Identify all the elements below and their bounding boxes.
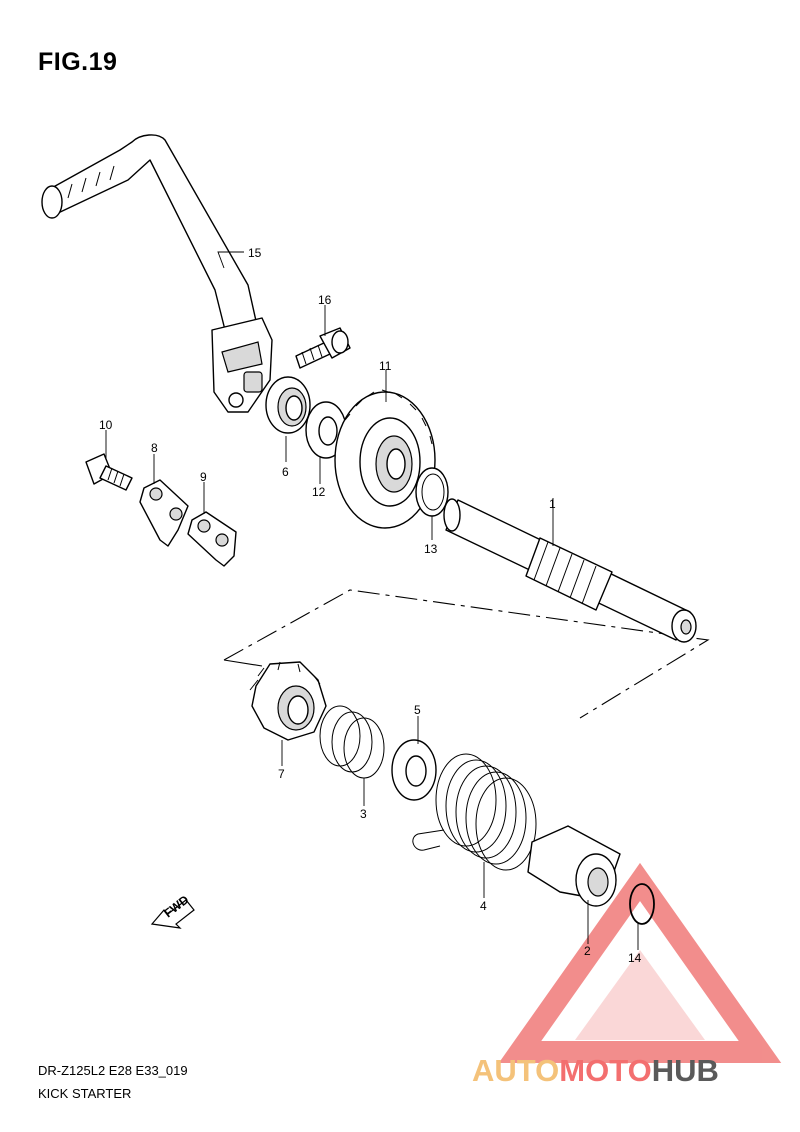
- callout-9: 9: [200, 470, 207, 484]
- callout-11: 11: [379, 359, 392, 373]
- callout-1: 1: [549, 497, 556, 511]
- watermark-part3: HUB: [652, 1053, 719, 1088]
- callout-5: 5: [414, 703, 421, 717]
- callout-8: 8: [151, 441, 158, 455]
- part-shaft-1: [443, 498, 697, 643]
- part-spring-3: [319, 705, 385, 779]
- watermark-part1: AUTO: [472, 1053, 559, 1088]
- callout-14: 14: [628, 951, 642, 965]
- part-plate-8: [139, 479, 189, 547]
- callout-12: 12: [312, 485, 326, 499]
- part-washer-5: [391, 739, 437, 801]
- part-circlip-14: [629, 883, 655, 925]
- section-name: KICK STARTER: [38, 1086, 132, 1101]
- callout-7: 7: [278, 767, 285, 781]
- part-plate-9: [187, 511, 237, 567]
- callout-2: 2: [584, 944, 591, 958]
- callout-3: 3: [360, 807, 367, 821]
- callout-10: 10: [99, 418, 113, 432]
- watermark-logo: AUTOMOTOHUB: [472, 1053, 719, 1088]
- part-gear-11: [334, 389, 436, 529]
- model-code: DR-Z125L2 E28 E33_019: [38, 1063, 188, 1078]
- figure-title: FIG.19: [38, 48, 118, 76]
- part-bolt-16: [295, 327, 351, 369]
- part-bolt-10: [85, 453, 133, 491]
- part-kick-lever: [41, 134, 273, 413]
- part-seal-6: [265, 376, 311, 434]
- callout-4: 4: [480, 899, 487, 913]
- watermark-part2: MOTO: [559, 1053, 651, 1088]
- svg-text:AUTOMOTOHUB: AUTOMOTOHUB: [472, 1053, 719, 1088]
- fwd-arrow-icon: FWD: [150, 892, 195, 929]
- callout-15: 15: [248, 246, 262, 260]
- leader-lines: [105, 251, 639, 950]
- assembly-outline: [223, 589, 710, 719]
- part-ring-13: [415, 467, 449, 517]
- part-spring-4: [412, 753, 537, 871]
- callout-13: 13: [424, 542, 438, 556]
- part-guide-2: [527, 825, 621, 907]
- watermark-triangle-icon: [498, 862, 782, 1063]
- callout-labels: 15 16 11 6 12 1 13 10 8 9 7 3 5 4 2 14: [99, 246, 642, 965]
- callout-16: 16: [318, 293, 332, 307]
- callout-6: 6: [282, 465, 289, 479]
- part-gear-7: [249, 661, 327, 741]
